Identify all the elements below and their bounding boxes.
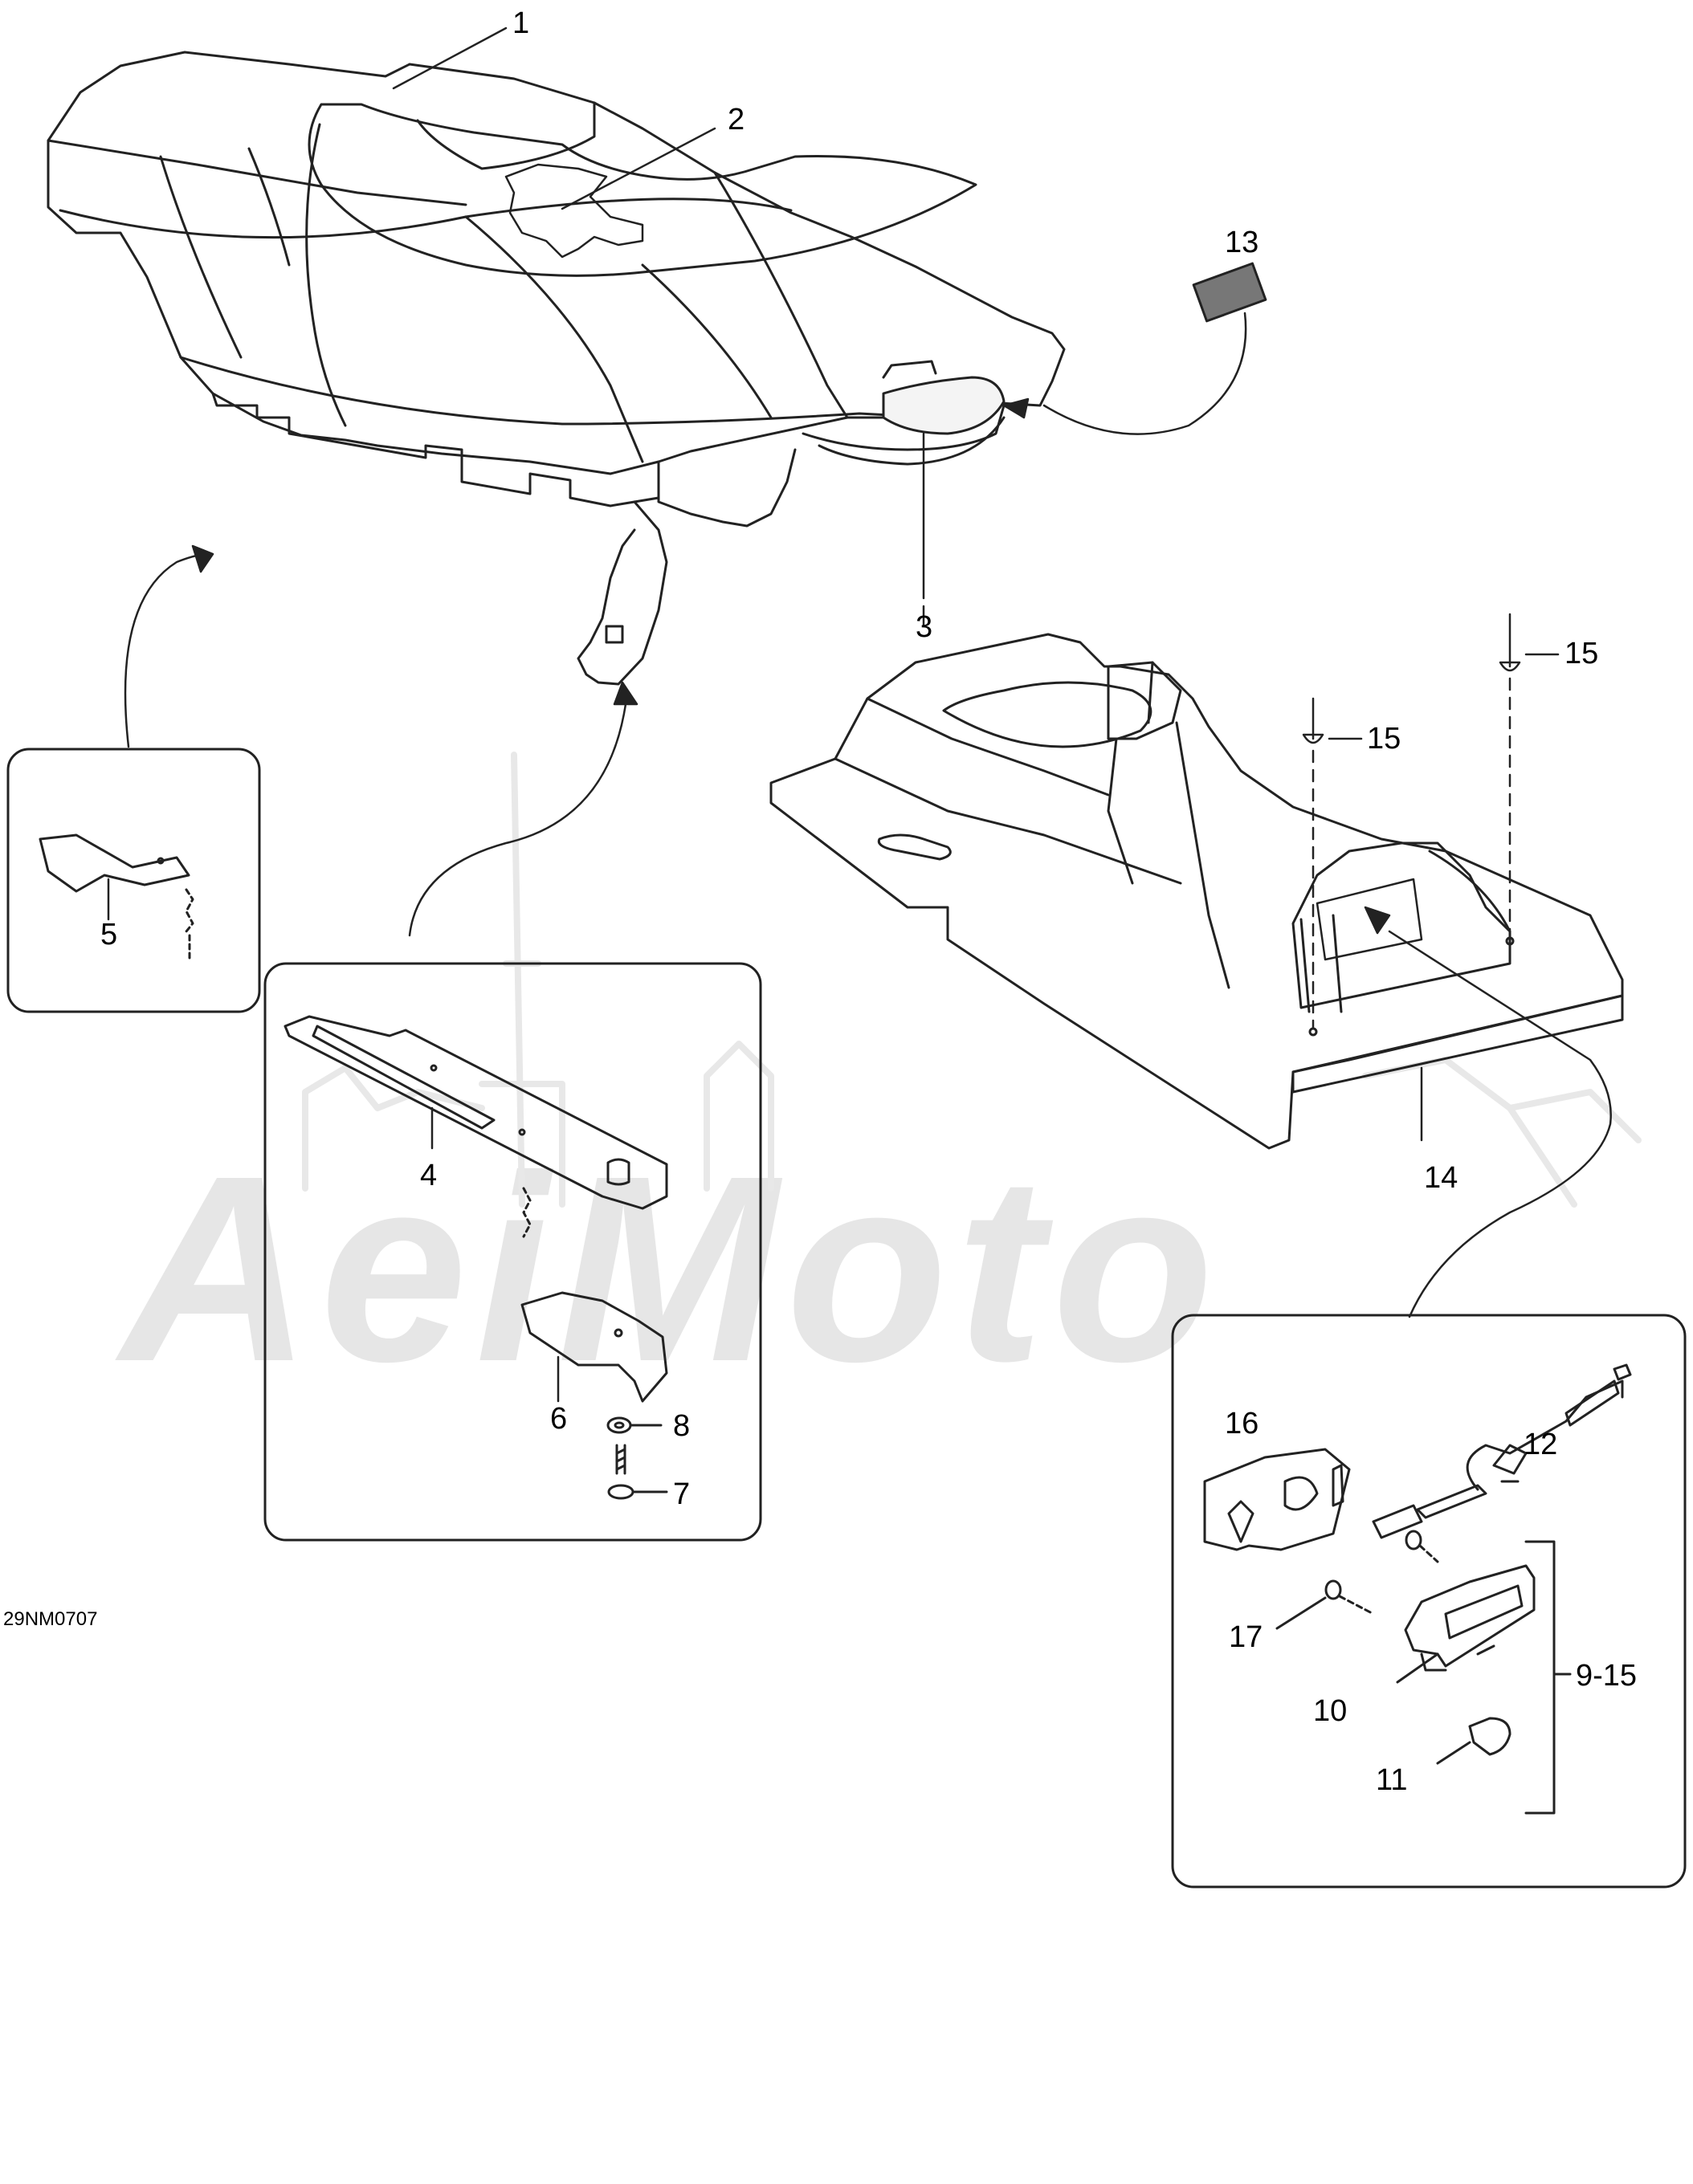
part-15-pins (1302, 613, 1560, 1029)
callout-17: 17 (1229, 1620, 1263, 1654)
inset-box-parts-4-8 (263, 962, 762, 1542)
drawing-code: 29NM0707 (3, 1608, 98, 1630)
callout-3: 3 (916, 610, 933, 644)
callout-15-right: 15 (1564, 637, 1599, 670)
callout-10: 10 (1313, 1694, 1348, 1728)
part-13-reflector (1192, 262, 1267, 323)
part-14-seat-base (769, 633, 1624, 1150)
callout-4: 4 (420, 1159, 438, 1192)
callout-12: 12 (1524, 1428, 1558, 1461)
callout-11: 11 (1376, 1763, 1408, 1797)
callout-8: 8 (673, 1409, 691, 1443)
callout-13: 13 (1225, 226, 1259, 259)
inset-box-part-5 (6, 748, 261, 1013)
callout-2: 2 (728, 103, 745, 136)
callout-16: 16 (1225, 1407, 1259, 1440)
part-1-seat (47, 51, 1066, 686)
callout-15-left: 15 (1367, 722, 1401, 756)
callout-6: 6 (550, 1402, 568, 1436)
callout-7: 7 (673, 1477, 691, 1511)
callout-1: 1 (512, 6, 530, 40)
callout-14: 14 (1424, 1161, 1458, 1195)
leader-lines (107, 26, 1612, 1403)
callout-9-15: 9-15 (1576, 1659, 1638, 1693)
callout-5: 5 (100, 918, 118, 951)
inset-box-parts-9-17 (1171, 1314, 1687, 1889)
